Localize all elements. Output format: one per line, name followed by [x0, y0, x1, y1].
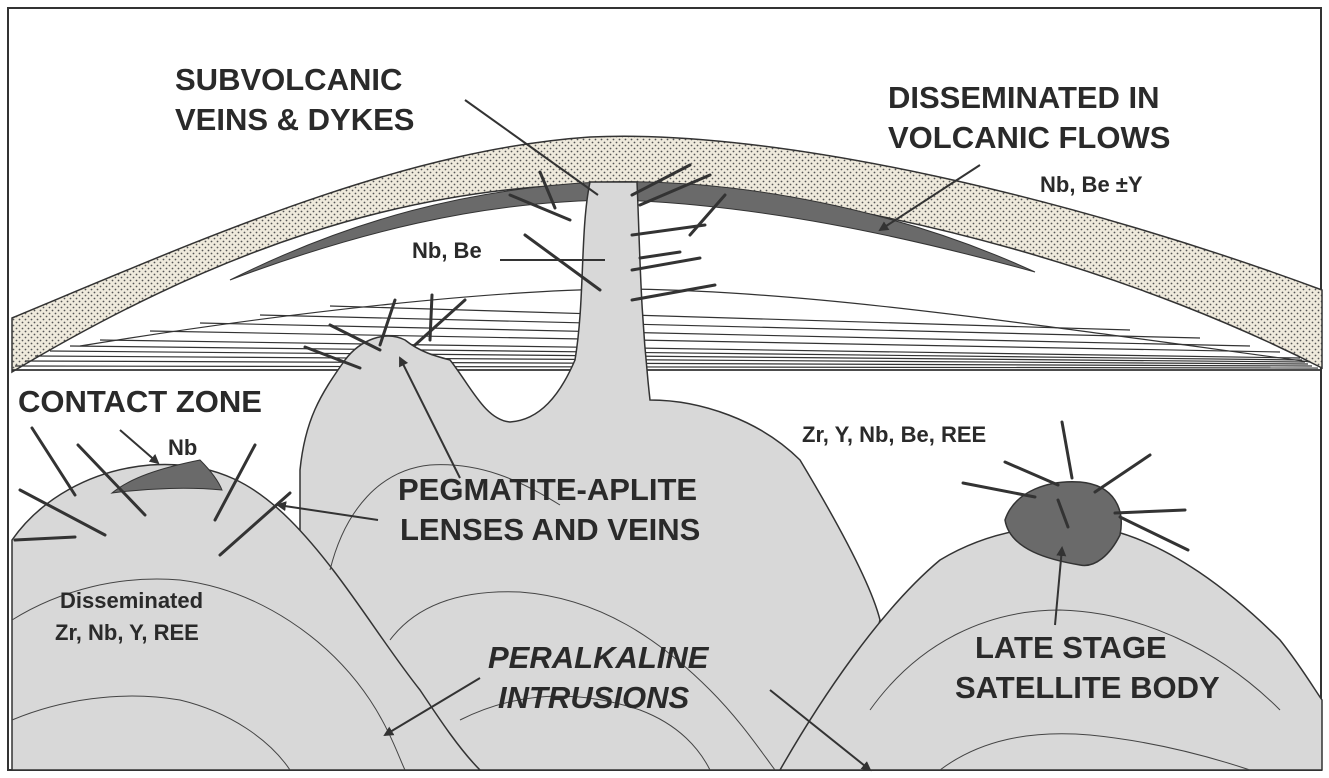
vent-elements-label: Nb, Be	[412, 238, 482, 263]
late-stage-label-line2: SATELLITE BODY	[955, 670, 1220, 705]
subvolcanic-label-line1: SUBVOLCANIC	[175, 62, 402, 97]
satellite-elements-label: Zr, Y, Nb, Be, REE	[802, 422, 986, 447]
disseminated-label-line1: Disseminated	[60, 588, 203, 613]
peralkaline-label-line2: INTRUSIONS	[498, 680, 690, 715]
disseminated-label-line2: Zr, Nb, Y, REE	[55, 620, 199, 645]
pegmatite-label-line2: LENSES AND VEINS	[400, 512, 700, 547]
disseminated-flows-label-line2: VOLCANIC FLOWS	[888, 120, 1170, 155]
contact-zone-label: CONTACT ZONE	[18, 384, 262, 419]
disseminated-flows-label-line1: DISSEMINATED IN	[888, 80, 1160, 115]
contact-element-label: Nb	[168, 435, 197, 460]
late-stage-label-line1: LATE STAGE	[975, 630, 1167, 665]
peralkaline-label-line1: PERALKALINE	[488, 640, 710, 675]
flows-elements-label: Nb, Be ±Y	[1040, 172, 1143, 197]
pegmatite-label-line1: PEGMATITE-APLITE	[398, 472, 697, 507]
subvolcanic-label-line2: VEINS & DYKES	[175, 102, 414, 137]
